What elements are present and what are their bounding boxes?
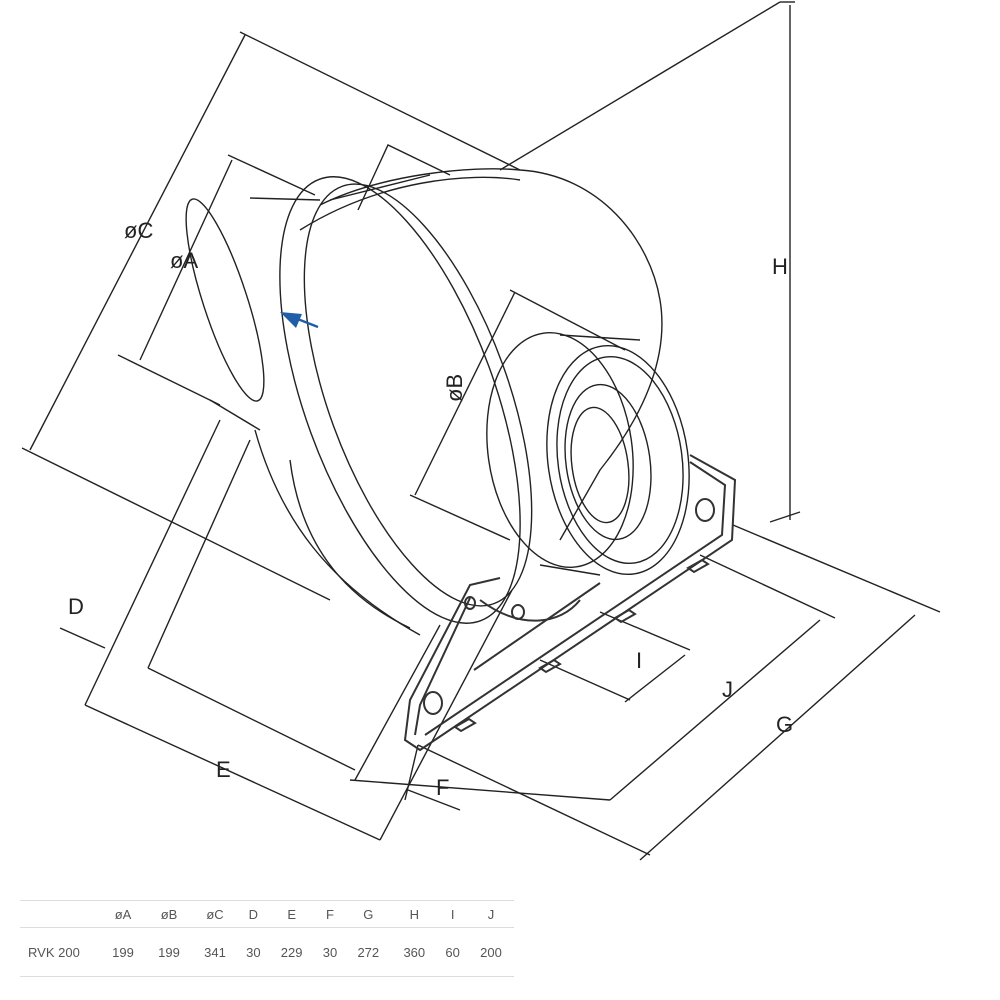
dim-label-i: I xyxy=(636,648,642,673)
inlet-duct xyxy=(185,144,451,431)
header-cell-a: øA xyxy=(100,900,146,928)
header-cell-c: øC xyxy=(192,900,238,928)
header-cell-i: I xyxy=(437,900,468,928)
dim-label-c: øC xyxy=(124,218,153,243)
cell-i: 60 xyxy=(437,927,468,977)
airflow-arrow-icon xyxy=(280,312,319,329)
table-header-row: øA øB øC D E F G H I J xyxy=(20,900,514,928)
table-row: RVK 200 199 199 341 30 229 30 272 360 60… xyxy=(20,927,514,977)
cell-model: RVK 200 xyxy=(20,927,100,977)
cell-b: 199 xyxy=(146,927,192,977)
header-cell-b: øB xyxy=(146,900,192,928)
dimension-lines xyxy=(21,1,941,861)
header-cell-e: E xyxy=(268,900,315,928)
header-cell-f: F xyxy=(314,900,346,928)
dim-label-f: F xyxy=(436,775,449,800)
cell-h: 360 xyxy=(391,927,438,977)
header-cell-g: G xyxy=(345,900,392,928)
dim-label-e: E xyxy=(216,757,231,782)
fan-dimension-drawing: øC øA øB H D E F I J G xyxy=(21,1,941,861)
dim-label-a: øA xyxy=(170,248,198,273)
dim-label-d: D xyxy=(68,594,84,619)
dim-label-h: H xyxy=(772,254,788,279)
cell-d: 30 xyxy=(238,927,269,977)
dim-label-g: G xyxy=(776,712,793,737)
cell-a: 199 xyxy=(100,927,146,977)
cell-f: 30 xyxy=(314,927,346,977)
dim-label-b: øB xyxy=(442,374,467,402)
cell-j: 200 xyxy=(467,927,514,977)
header-cell-d: D xyxy=(238,900,269,928)
cell-e: 229 xyxy=(268,927,315,977)
header-cell-model xyxy=(20,900,100,928)
dim-label-j: J xyxy=(722,677,733,702)
mounting-bracket xyxy=(403,454,737,752)
header-cell-j: J xyxy=(467,900,514,928)
dimension-table: øA øB øC D E F G H I J RVK 200 199 199 3… xyxy=(20,900,514,977)
outlet-spigot xyxy=(486,332,690,576)
cell-g: 272 xyxy=(345,927,392,977)
header-cell-h: H xyxy=(391,900,438,928)
cell-c: 341 xyxy=(192,927,238,977)
